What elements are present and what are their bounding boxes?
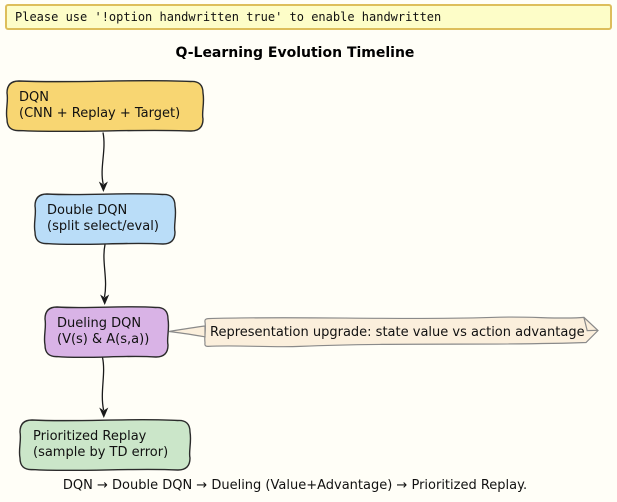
diagram-caption: DQN → Double DQN → Dueling (Value+Advant… [62, 478, 528, 493]
node-dqn-shape [5, 79, 205, 133]
node-double-dqn-label: Double DQN (split select/eval) [47, 203, 159, 235]
edge-double-to-dueling-line [103, 244, 107, 298]
node-dueling-dqn-subtitle: (V(s) & A(s,a)) [57, 332, 150, 347]
note-connector [168, 325, 206, 338]
arrow-head-icon [100, 294, 110, 305]
node-prioritized-replay-shape [18, 418, 192, 472]
arrow-head-icon [98, 181, 108, 192]
arrow-head-icon [99, 407, 109, 418]
node-dueling-dqn-label: Dueling DQN (V(s) & A(s,a)) [57, 316, 149, 348]
diagram-title: Q-Learning Evolution Timeline [175, 45, 415, 61]
node-dueling-dqn-title: Dueling DQN [57, 316, 142, 331]
node-double-dqn-shape [33, 192, 177, 246]
node-dqn-title: DQN [19, 90, 49, 105]
note-label: Representation upgrade: state value vs a… [210, 325, 585, 340]
node-double-dqn-subtitle: (split select/eval) [47, 219, 159, 234]
node-dqn-subtitle: (CNN + Replay + Target) [19, 106, 181, 121]
note-fold-icon [583, 317, 598, 332]
edge-dqn-to-double-line [101, 132, 105, 185]
node-prioritized-replay-subtitle: (sample by TD error) [33, 445, 169, 460]
edge-dueling-to-prioritized-line [101, 357, 105, 411]
node-double-dqn-title: Double DQN [47, 203, 128, 218]
node-dqn-label: DQN (CNN + Replay + Target) [19, 90, 180, 122]
banner-text: Please use '!option handwritten true' to… [15, 10, 442, 24]
node-prioritized-replay-title: Prioritized Replay [33, 429, 147, 444]
node-dueling-dqn-shape [43, 305, 170, 359]
node-prioritized-replay-label: Prioritized Replay (sample by TD error) [33, 429, 168, 461]
handwritten-option-banner: Please use '!option handwritten true' to… [5, 4, 612, 30]
